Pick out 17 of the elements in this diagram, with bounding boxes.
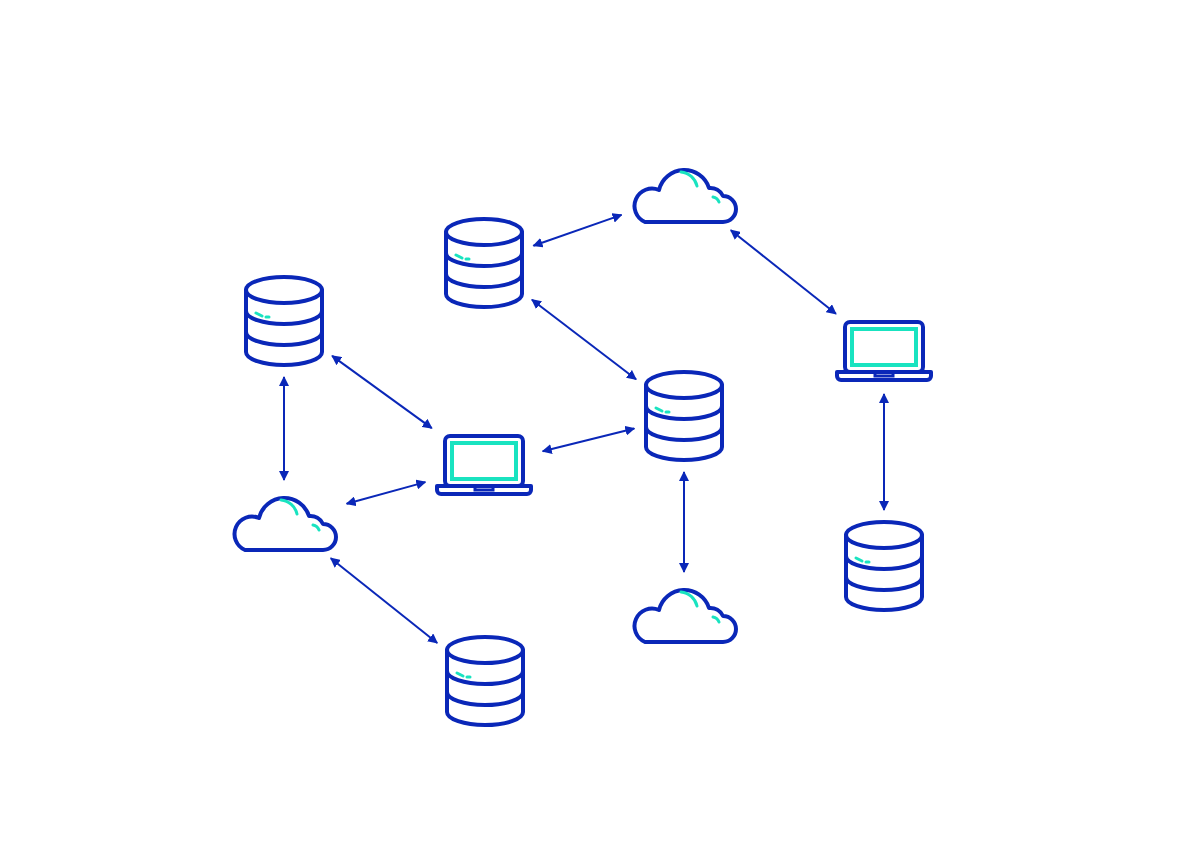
laptop-icon: [435, 434, 533, 498]
double-arrow: [530, 298, 638, 381]
double-arrow: [879, 393, 889, 511]
database-icon: [244, 275, 324, 367]
laptop-icon: [835, 320, 933, 384]
double-arrow: [729, 229, 837, 315]
double-arrow: [279, 376, 289, 481]
database-icon: [844, 520, 924, 612]
double-arrow: [541, 425, 636, 454]
double-arrow: [331, 354, 433, 430]
double-arrow: [345, 479, 427, 507]
database-icon: [444, 217, 524, 309]
double-arrow: [329, 557, 439, 644]
database-icon: [445, 635, 525, 727]
database-icon: [644, 370, 724, 462]
double-arrow: [532, 213, 623, 248]
double-arrow: [679, 471, 689, 573]
